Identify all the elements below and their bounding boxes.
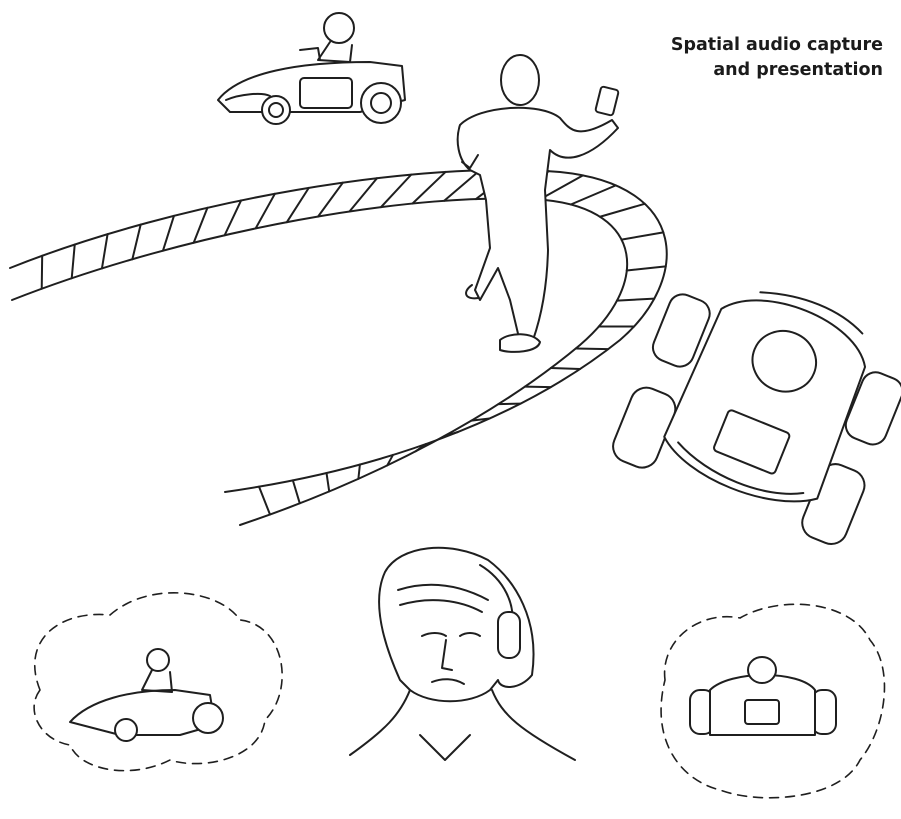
track-tile-divider <box>72 245 75 279</box>
shoe-icon <box>500 334 540 352</box>
track-tile-divider <box>287 188 309 222</box>
phone-icon <box>595 86 619 116</box>
track-tile-divider <box>358 465 360 479</box>
track-tile-divider <box>617 299 654 301</box>
track-tile-divider <box>194 208 208 243</box>
imagined-sound-bubble-right <box>661 604 884 797</box>
helmet-icon <box>147 649 169 671</box>
track-tile-divider <box>622 232 664 239</box>
imagined-sound-bubble-left <box>34 593 282 771</box>
track-tile-divider <box>327 473 330 491</box>
track-tile-divider <box>551 368 580 369</box>
person-recording-icon <box>458 55 619 352</box>
track-tile-divider <box>600 204 645 217</box>
track-tile-divider <box>413 172 446 204</box>
diagram-title: Spatial audio capture and presentation <box>583 33 883 83</box>
headphone-cup-icon <box>498 612 520 658</box>
go-kart-icon-top <box>218 13 405 124</box>
wheel-icon <box>361 83 401 123</box>
track-tile-divider <box>525 387 551 388</box>
track-tile-divider <box>349 178 376 211</box>
listener-headphones-icon <box>350 548 575 760</box>
go-kart-icon-right <box>608 253 901 549</box>
track-tile-divider <box>225 200 241 235</box>
title-line-2: and presentation <box>583 58 883 83</box>
helmet-icon <box>748 657 776 683</box>
track-tile-divider <box>571 185 616 204</box>
track-tile-divider <box>293 480 300 503</box>
track-tile-divider <box>163 216 174 251</box>
track-tile-divider <box>318 183 343 217</box>
track-tile-divider <box>256 194 275 229</box>
track-tile-divider <box>132 225 140 260</box>
race-track <box>10 170 667 525</box>
track-tile-divider <box>627 266 666 270</box>
track-tile-divider <box>381 175 411 208</box>
track-tile-divider <box>576 348 608 349</box>
track-tile-divider <box>259 487 270 515</box>
wheel-icon <box>262 96 290 124</box>
helmet-icon <box>324 13 354 43</box>
track-tile-divider <box>444 170 480 200</box>
title-line-1: Spatial audio capture <box>583 33 883 58</box>
track-tile-divider <box>102 234 108 268</box>
